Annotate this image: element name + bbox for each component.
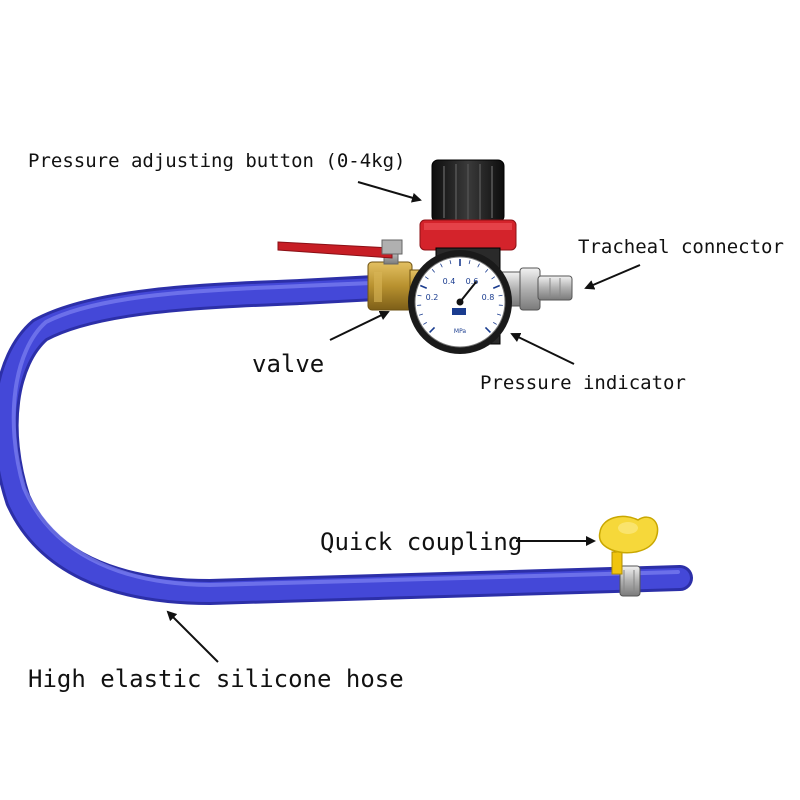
pressure-adjusting-knob xyxy=(431,159,505,223)
gauge-tick xyxy=(491,276,496,280)
gauge-needle xyxy=(459,281,477,303)
arrow-pressure-indicator xyxy=(510,332,575,365)
gauge-tick xyxy=(485,269,489,273)
quick-coupling-icon xyxy=(598,515,659,575)
gauge-tick-label-08: 0.8 xyxy=(482,293,495,302)
gauge-logo-icon xyxy=(452,308,466,315)
gauge-tick xyxy=(493,322,497,325)
gauge-unit-label: MPa xyxy=(454,328,467,335)
gauge-tick xyxy=(449,260,452,265)
label-pressure-adjusting-button: Pressure adjusting button (0-4kg) xyxy=(28,150,406,172)
gauge-tick xyxy=(419,284,428,289)
gauge-tick xyxy=(492,284,501,289)
arrow-pressure-adjusting-button xyxy=(357,181,422,203)
gauge-tick-label-06: 0.6 xyxy=(466,277,479,286)
label-tracheal-connector: Tracheal connector xyxy=(578,236,784,258)
gauge-tick xyxy=(423,322,427,325)
gauge-tick xyxy=(440,263,443,268)
gauge-tick xyxy=(484,326,491,333)
label-pressure-indicator: Pressure indicator xyxy=(480,372,686,394)
gauge-tick xyxy=(496,313,502,316)
gauge-tick xyxy=(418,313,424,316)
pressure-gauge: 0.2 0.4 0.6 0.8 MPa xyxy=(408,250,512,354)
arrow-silicone-hose xyxy=(166,610,219,663)
hose-clamp xyxy=(619,565,641,597)
arrow-valve xyxy=(329,310,390,341)
gauge-tick xyxy=(431,269,435,273)
arrow-tracheal-connector xyxy=(584,264,641,290)
gauge-tick xyxy=(477,263,480,268)
gauge-tick xyxy=(468,260,471,265)
silicone-hose xyxy=(0,275,693,606)
gauge-tick-label-04: 0.4 xyxy=(443,277,456,286)
leader-arrows xyxy=(166,181,641,663)
regulator-collar xyxy=(419,219,517,251)
gauge-tick xyxy=(498,294,503,297)
label-quick-coupling: Quick coupling xyxy=(320,528,523,556)
valve-handle xyxy=(277,239,403,259)
gauge-tick xyxy=(424,276,429,280)
gauge-tick-marks xyxy=(417,259,503,333)
label-valve: valve xyxy=(252,350,325,378)
gauge-tick xyxy=(429,326,436,333)
gauge-tick-label-02: 0.2 xyxy=(426,293,439,302)
gauge-tick xyxy=(417,294,422,297)
label-silicone-hose: High elastic silicone hose xyxy=(28,665,404,693)
